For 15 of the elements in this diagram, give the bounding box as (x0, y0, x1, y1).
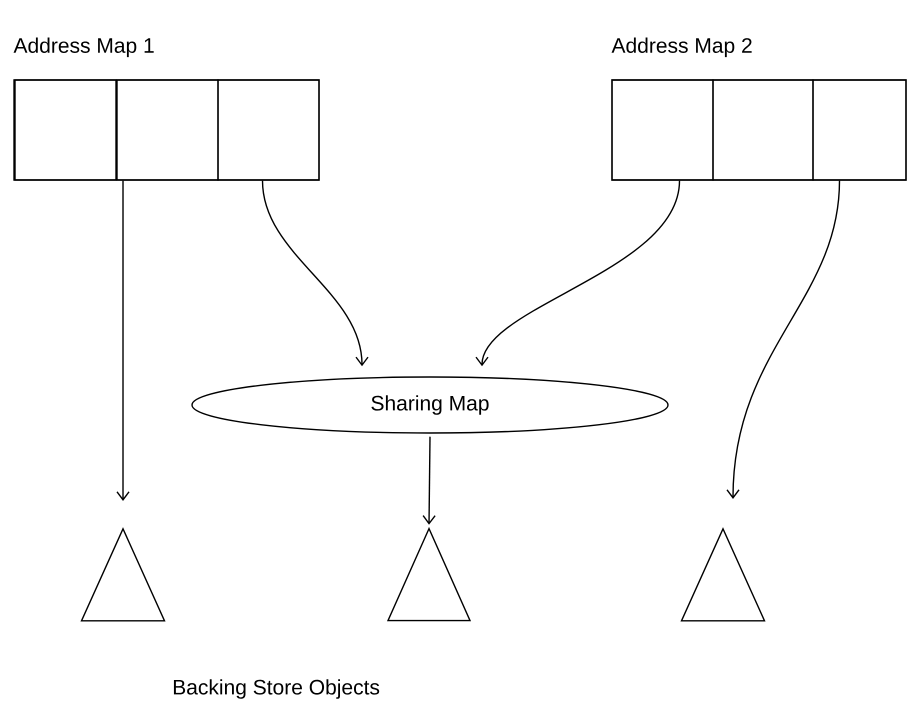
address-map: Address Map 1 (13, 38, 320, 181)
arrow (422, 436, 436, 525)
map-cell (611, 79, 714, 181)
map-cell (712, 79, 814, 181)
caption: Backing Store Objects (174, 679, 380, 699)
arrow (262, 180, 369, 366)
map-cell (116, 79, 219, 181)
node-label: Address Map 2 (612, 38, 752, 58)
map-cell (14, 79, 117, 181)
arrow (116, 180, 130, 501)
arrow (726, 180, 840, 499)
node-label: Address Map 1 (14, 38, 154, 58)
map-cell (812, 79, 907, 181)
arrow (475, 180, 680, 366)
map-cell (217, 79, 320, 181)
